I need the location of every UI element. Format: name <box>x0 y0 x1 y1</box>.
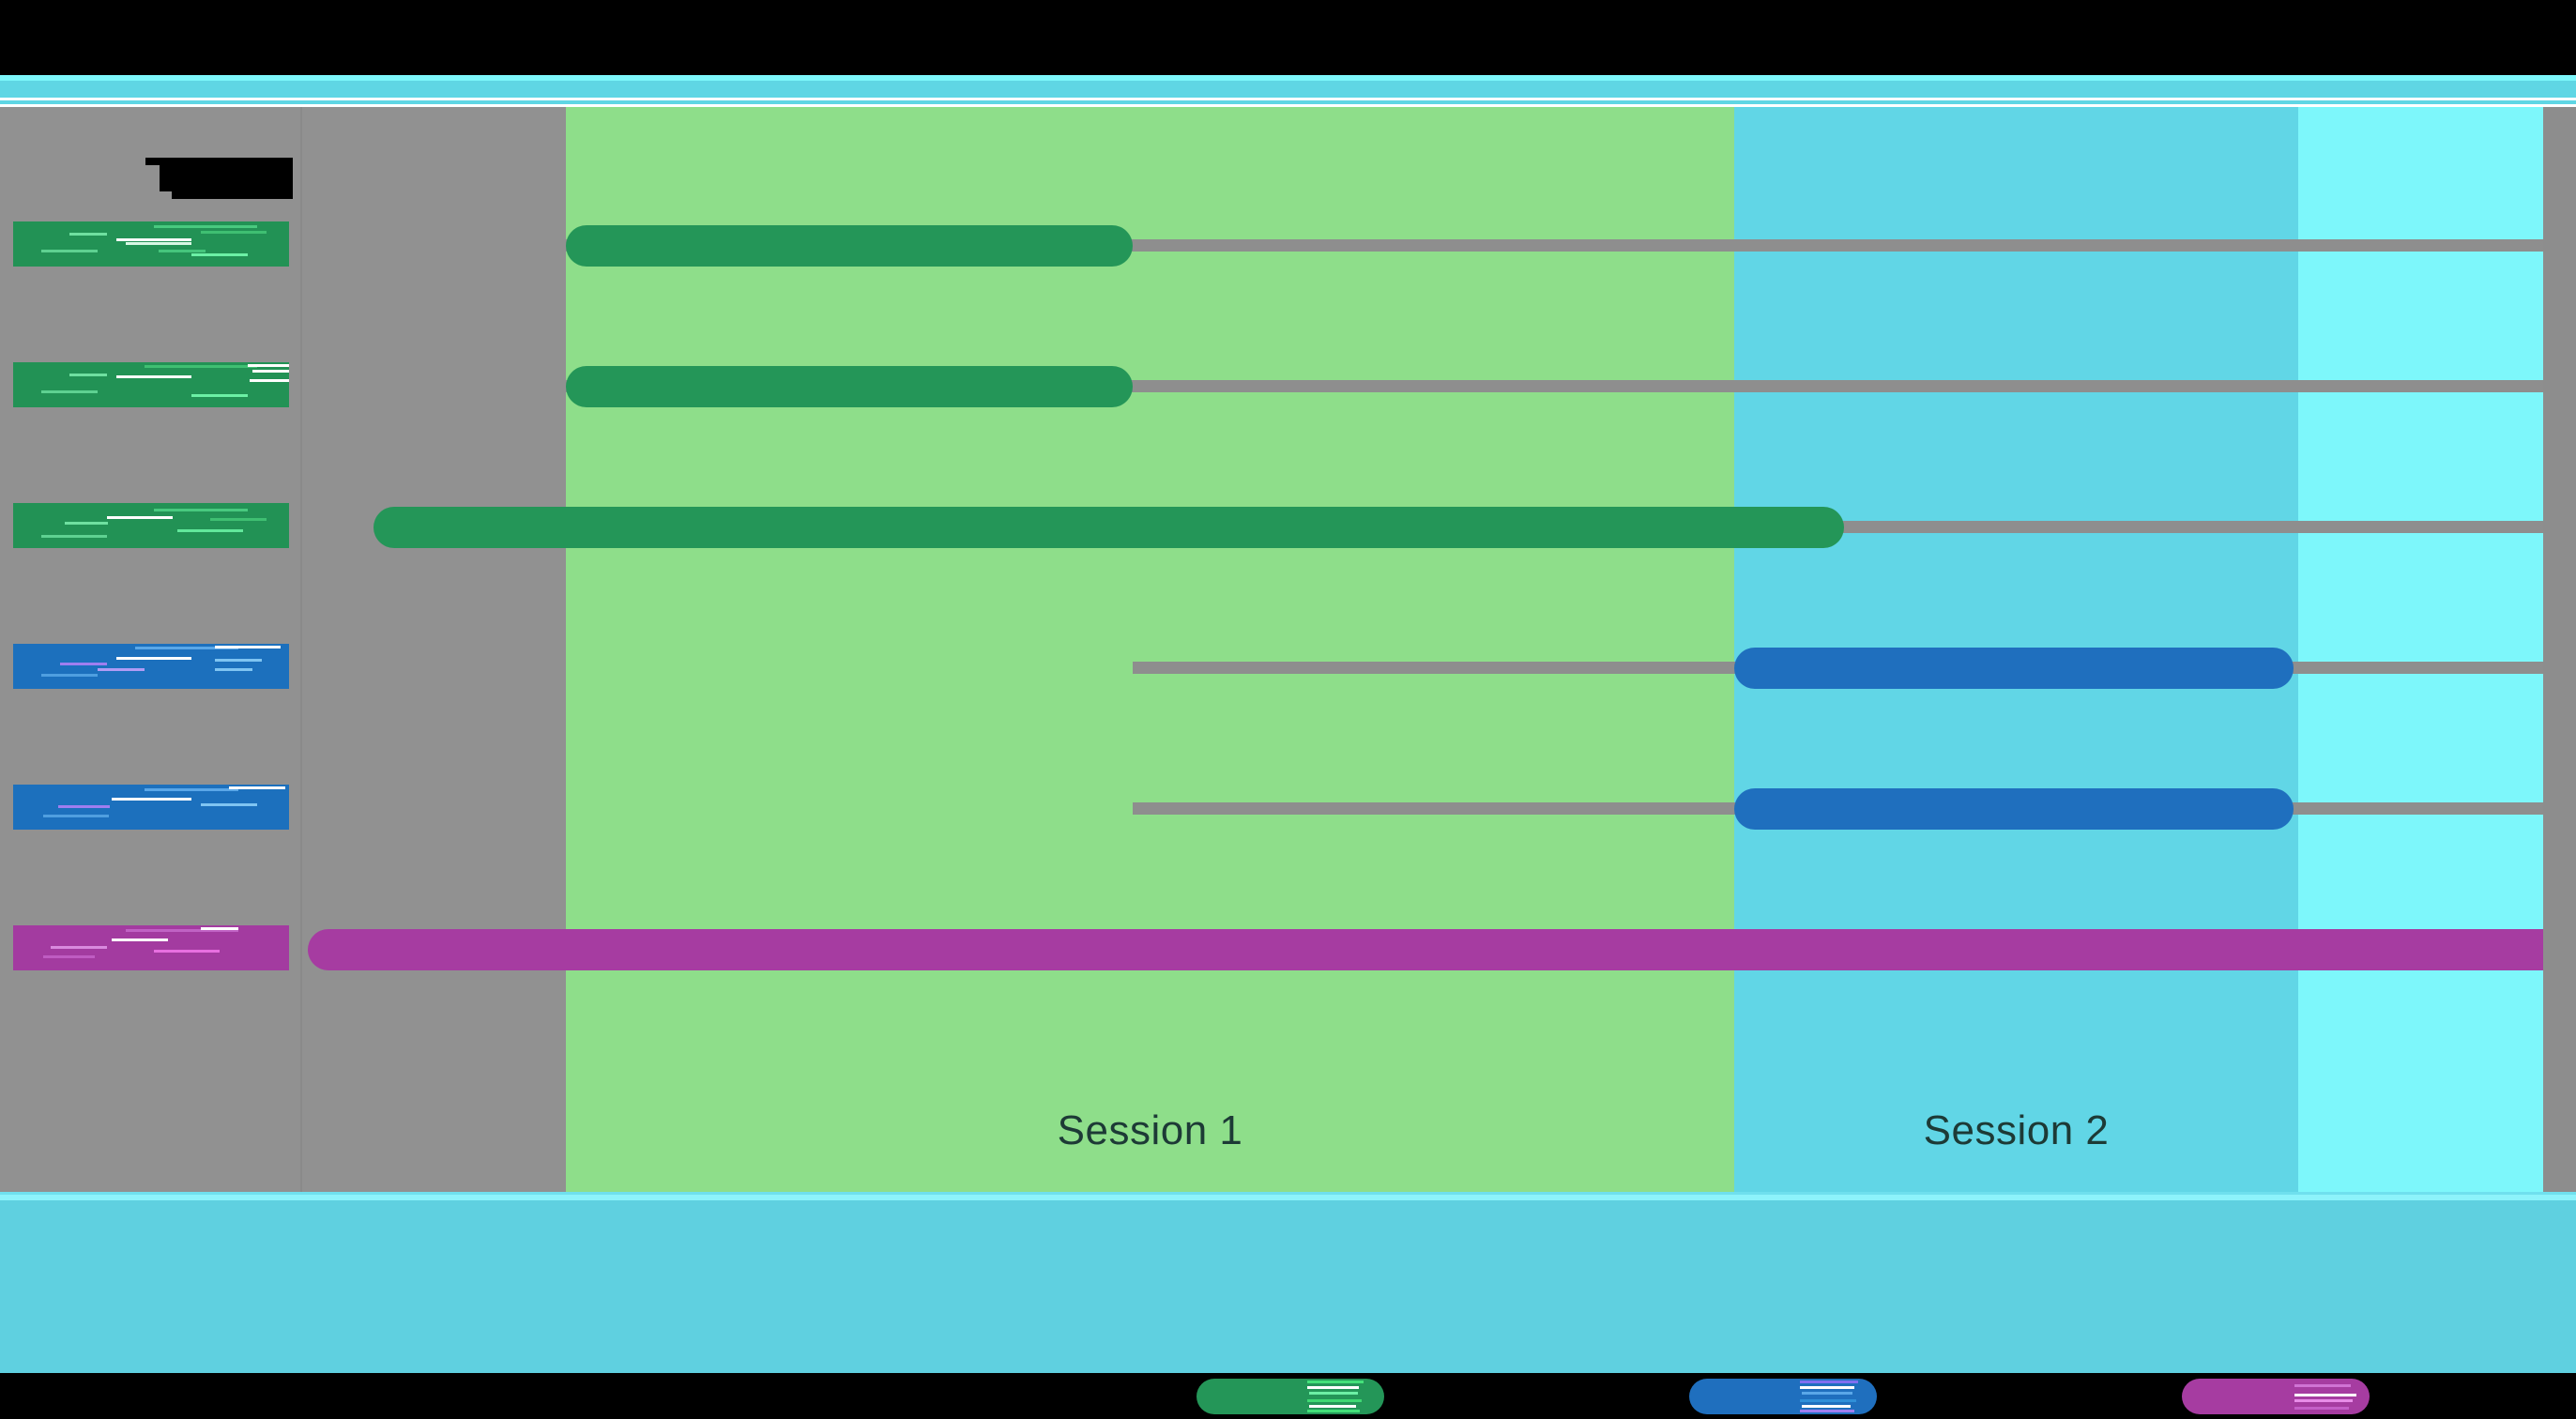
redacted-title-block-3 <box>172 184 293 199</box>
row-label-chip[interactable] <box>13 925 289 970</box>
row-label-obscured <box>13 221 289 267</box>
row-label-obscured <box>13 503 289 548</box>
row-label-obscured <box>13 925 289 970</box>
right-gray-strip <box>2543 107 2576 1192</box>
task-bar[interactable] <box>373 507 1844 548</box>
task-bar[interactable] <box>1734 648 2294 689</box>
session-band-1: Session 1 <box>566 107 1734 1192</box>
task-bar[interactable] <box>308 929 2576 970</box>
redacted-title-block-2 <box>145 158 172 165</box>
task-bar[interactable] <box>566 366 1133 407</box>
task-bar[interactable] <box>1734 788 2294 830</box>
row-label-chip[interactable] <box>13 221 289 267</box>
row-label-obscured <box>13 362 289 407</box>
legend-swatch-group-a[interactable] <box>1197 1379 1384 1414</box>
row-label-chip[interactable] <box>13 785 289 830</box>
top-rail-primary <box>0 81 2576 98</box>
top-rail-highlight <box>0 75 2576 81</box>
legend-swatch-group-c[interactable] <box>2182 1379 2370 1414</box>
row-label-chip[interactable] <box>13 644 289 689</box>
footer-divider-1 <box>0 1192 2576 1195</box>
session-band-2-label: Session 2 <box>1923 1107 2110 1153</box>
table-row[interactable]: DataSet A2 <box>0 248 2576 407</box>
row-label-obscured <box>13 785 289 830</box>
table-row[interactable]: DataSet B1 <box>0 529 2576 689</box>
session-band-1-label: Session 1 <box>1057 1107 1243 1153</box>
chart-legend: Group A Group B Group C <box>0 1373 2576 1419</box>
row-label-chip[interactable] <box>13 362 289 407</box>
gantt-plot-area[interactable]: Session 1 Session 2 <box>0 107 2576 1192</box>
footer-divider-2 <box>0 1195 2576 1200</box>
row-label-obscured <box>13 644 289 689</box>
task-bar[interactable] <box>566 225 1133 267</box>
table-row[interactable]: DataSet B2 <box>0 670 2576 830</box>
row-label-chip[interactable] <box>13 503 289 548</box>
table-row[interactable]: DataSet A3 <box>0 389 2576 548</box>
table-row[interactable]: DataSet A1 <box>0 107 2576 267</box>
top-rail-divider-1 <box>0 98 2576 100</box>
label-gutter-divider <box>300 107 302 1192</box>
legend-swatch-group-b[interactable] <box>1689 1379 1877 1414</box>
session-band-3 <box>2298 107 2543 1192</box>
top-rail-divider-3 <box>0 104 2576 107</box>
footer-band <box>0 1200 2576 1373</box>
top-rail-divider-2 <box>0 100 2576 104</box>
table-row[interactable]: DataSet C1 <box>0 811 2576 970</box>
